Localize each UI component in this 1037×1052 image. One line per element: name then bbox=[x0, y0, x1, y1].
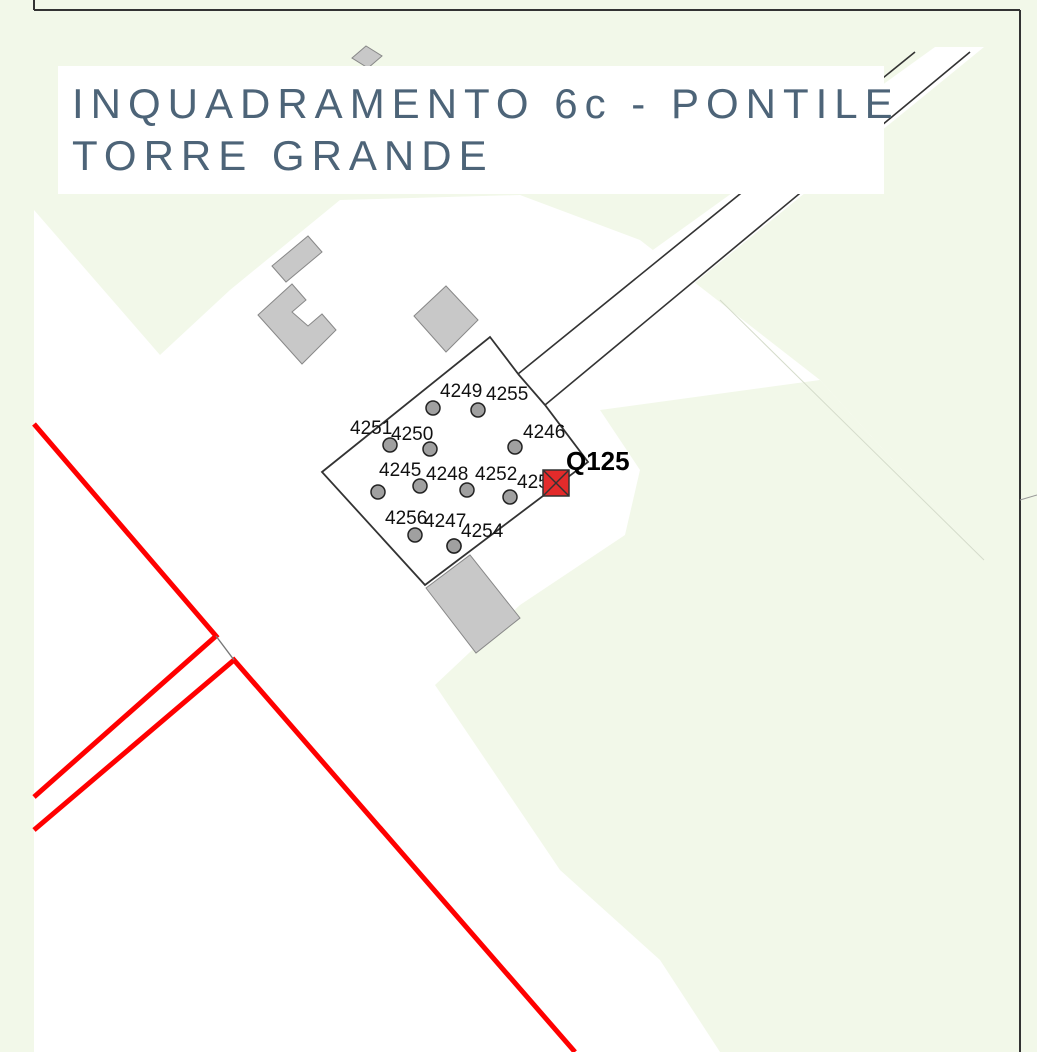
parcel-connector bbox=[215, 635, 235, 661]
survey-point[interactable]: 4254 bbox=[446, 521, 504, 554]
building-l-shape bbox=[257, 283, 337, 365]
building-small bbox=[351, 45, 383, 69]
survey-point[interactable]: 4245 bbox=[370, 460, 421, 500]
survey-point[interactable]: 4249 bbox=[425, 381, 482, 416]
faint-parcel-line bbox=[719, 299, 985, 561]
survey-point-icon[interactable] bbox=[382, 437, 398, 453]
title-line-2: TORRE GRANDE bbox=[72, 132, 494, 179]
land-area-east bbox=[435, 380, 984, 1052]
q125-marker[interactable]: Q125 bbox=[542, 446, 630, 497]
survey-point-label: 4256 bbox=[385, 508, 427, 529]
title-box: INQUADRAMENTO 6c - PONTILE TORRE GRANDE bbox=[58, 66, 900, 194]
survey-point-label: 4251 bbox=[350, 418, 392, 439]
building bbox=[425, 554, 521, 654]
survey-point-icon[interactable] bbox=[407, 527, 423, 543]
survey-point[interactable]: 4248 bbox=[412, 464, 468, 494]
access-road-edge-south bbox=[544, 51, 971, 406]
survey-point-icon[interactable] bbox=[370, 484, 386, 500]
survey-point-icon[interactable] bbox=[422, 441, 438, 457]
marker-label: Q125 bbox=[566, 446, 630, 476]
survey-point[interactable]: 4256 bbox=[385, 508, 427, 543]
title-line-1: INQUADRAMENTO 6c - PONTILE bbox=[72, 80, 900, 127]
survey-point-icon[interactable] bbox=[446, 538, 462, 554]
building bbox=[413, 285, 479, 353]
survey-point-icon[interactable] bbox=[507, 439, 523, 455]
survey-point-icon[interactable] bbox=[425, 400, 441, 416]
survey-point-label: 4250 bbox=[391, 424, 433, 445]
survey-point-label: 4246 bbox=[523, 422, 565, 443]
survey-point-icon[interactable] bbox=[459, 482, 475, 498]
building bbox=[271, 235, 323, 283]
survey-point-label: 4252 bbox=[475, 464, 517, 485]
survey-point-label: 4245 bbox=[379, 460, 421, 481]
survey-point-icon[interactable] bbox=[412, 478, 428, 494]
survey-point[interactable]: 4246 bbox=[507, 422, 565, 455]
marker-cross-line bbox=[542, 469, 570, 497]
survey-point-icon[interactable] bbox=[502, 489, 518, 505]
survey-point-icon[interactable] bbox=[470, 402, 486, 418]
survey-point[interactable]: 4251 bbox=[350, 418, 398, 453]
survey-point-label: 4249 bbox=[440, 381, 482, 402]
survey-point-label: 4247 bbox=[424, 511, 466, 532]
pier-platform bbox=[320, 335, 590, 587]
survey-point[interactable]: 4252 bbox=[459, 464, 517, 498]
survey-point[interactable]: 4255 bbox=[470, 384, 528, 418]
survey-point-label: 4254 bbox=[461, 521, 504, 542]
survey-point-label: 4255 bbox=[486, 384, 528, 405]
faint-parcel-line-2 bbox=[1019, 494, 1037, 501]
survey-point[interactable]: 4250 bbox=[391, 424, 438, 457]
survey-point-label: 4248 bbox=[426, 464, 468, 485]
